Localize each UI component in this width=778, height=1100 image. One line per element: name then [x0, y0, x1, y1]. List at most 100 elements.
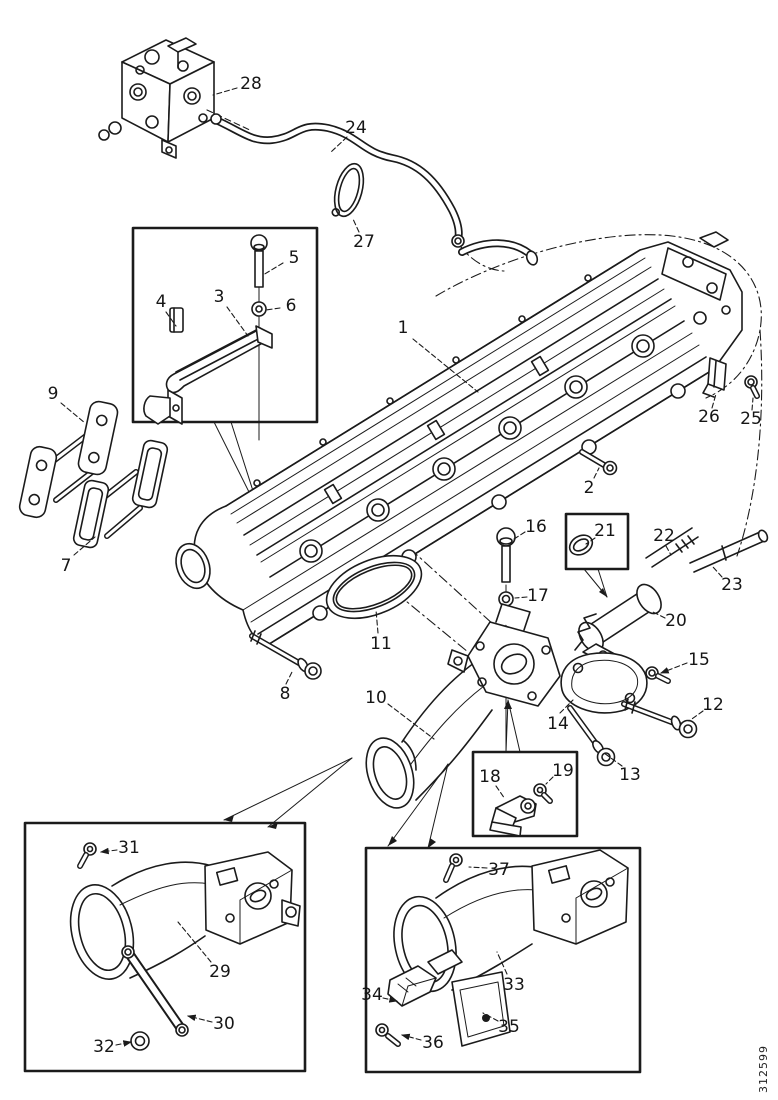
callout-21: 21 [586, 521, 616, 544]
elbow-pipe-part-29 [61, 852, 300, 986]
callout-label-7: 7 [61, 556, 72, 576]
screw-part-25 [745, 376, 757, 396]
throttle-flange-part [448, 604, 560, 706]
bolt-part-31 [80, 843, 96, 866]
callout-label-16: 16 [525, 517, 547, 537]
hose-clamp-part [329, 161, 368, 221]
callout-label-23: 23 [721, 575, 743, 595]
callout-label-6: 6 [286, 296, 297, 316]
screw-part-19 [534, 784, 550, 801]
callout-37: 37 [469, 860, 510, 880]
callout-label-14: 14 [547, 714, 569, 734]
gasket-part-11 [318, 543, 431, 631]
callout-label-8: 8 [280, 684, 291, 704]
callout-32: 32 [93, 1037, 133, 1057]
lever-part-18 [490, 796, 536, 836]
callout-label-33: 33 [503, 975, 525, 995]
callout-label-1: 1 [398, 318, 409, 338]
pipe-part-23 [690, 529, 769, 572]
pipe-end-part [462, 243, 539, 266]
bolt-part-2 [582, 452, 617, 475]
callout-label-26: 26 [698, 407, 720, 427]
callout-label-28: 28 [240, 74, 262, 94]
callout-label-9: 9 [48, 384, 59, 404]
stay-rod-part-30 [122, 946, 188, 1036]
callout-19: 19 [546, 761, 574, 784]
callout-label-20: 20 [665, 611, 687, 631]
oring-part-21 [566, 531, 596, 559]
callout-26: 26 [698, 394, 720, 427]
washer-part-17 [499, 592, 513, 606]
callout-label-29: 29 [209, 962, 231, 982]
callout-label-21: 21 [594, 521, 616, 541]
bolt-part-13 [570, 708, 615, 766]
callout-label-15: 15 [688, 650, 710, 670]
callout-label-2: 2 [584, 478, 595, 498]
callout-35: 35 [483, 1013, 520, 1037]
callout-8: 8 [280, 672, 292, 704]
callout-2: 2 [584, 468, 599, 498]
callout-5: 5 [263, 248, 299, 275]
callout-1: 1 [398, 318, 478, 392]
bolt-part-8 [251, 631, 321, 679]
callout-6: 6 [266, 296, 296, 316]
washer-part-6 [252, 302, 266, 316]
cover-part-14 [561, 653, 647, 713]
callout-31: 31 [99, 838, 140, 858]
callout-12: 12 [689, 695, 724, 721]
gaskets-part [72, 439, 168, 549]
valve-block-part [99, 38, 252, 158]
callout-4: 4 [156, 292, 176, 326]
bolt-part-36 [376, 1024, 398, 1044]
callout-label-32: 32 [93, 1037, 115, 1057]
callout-7: 7 [61, 537, 95, 576]
callout-label-12: 12 [702, 695, 724, 715]
callout-29: 29 [178, 922, 231, 982]
callout-17: 17 [515, 586, 549, 606]
clamp-bracket-part [703, 358, 726, 397]
callout-16: 16 [514, 517, 547, 539]
elbow-pipe-part [358, 652, 492, 814]
nut-part-32 [131, 1032, 149, 1050]
callout-label-17: 17 [527, 586, 549, 606]
callout-27: 27 [353, 219, 375, 252]
heater-inset-box [133, 228, 317, 516]
variant-a-inset-box [25, 823, 305, 1071]
callout-25: 25 [740, 398, 762, 429]
callout-label-10: 10 [365, 688, 387, 708]
variant-pointer-lines [224, 758, 448, 848]
callout-36: 36 [400, 1033, 444, 1053]
callout-label-18: 18 [479, 767, 501, 787]
callout-28: 28 [213, 74, 262, 95]
callout-label-31: 31 [118, 838, 140, 858]
callout-14: 14 [547, 700, 573, 734]
blanking-plates-part [18, 400, 119, 519]
callout-30: 30 [186, 1014, 235, 1034]
callout-label-4: 4 [156, 292, 167, 312]
heater-element-part-3 [144, 326, 272, 424]
callout-label-25: 25 [740, 409, 762, 429]
callout-9: 9 [48, 384, 85, 423]
callout-label-22: 22 [653, 526, 675, 546]
callout-label-37: 37 [488, 860, 510, 880]
callout-label-34: 34 [361, 985, 383, 1005]
callout-20: 20 [653, 611, 687, 631]
callout-23: 23 [713, 567, 743, 595]
bracket-part-34 [388, 966, 436, 1006]
oring-inset-box [566, 514, 628, 597]
stud-part-22 [646, 528, 698, 567]
variant-b-inset-box [366, 848, 640, 1072]
callout-label-19: 19 [552, 761, 574, 781]
callout-label-3: 3 [214, 287, 225, 307]
clip-part-4 [170, 308, 183, 332]
callout-label-5: 5 [289, 248, 300, 268]
callout-15: 15 [659, 650, 710, 673]
callout-label-27: 27 [353, 232, 375, 252]
intake-manifold-part [170, 232, 742, 646]
callout-10: 10 [365, 688, 434, 739]
bolt-part-37 [446, 854, 462, 880]
callout-24: 24 [331, 118, 367, 152]
callout-label-35: 35 [498, 1017, 520, 1037]
